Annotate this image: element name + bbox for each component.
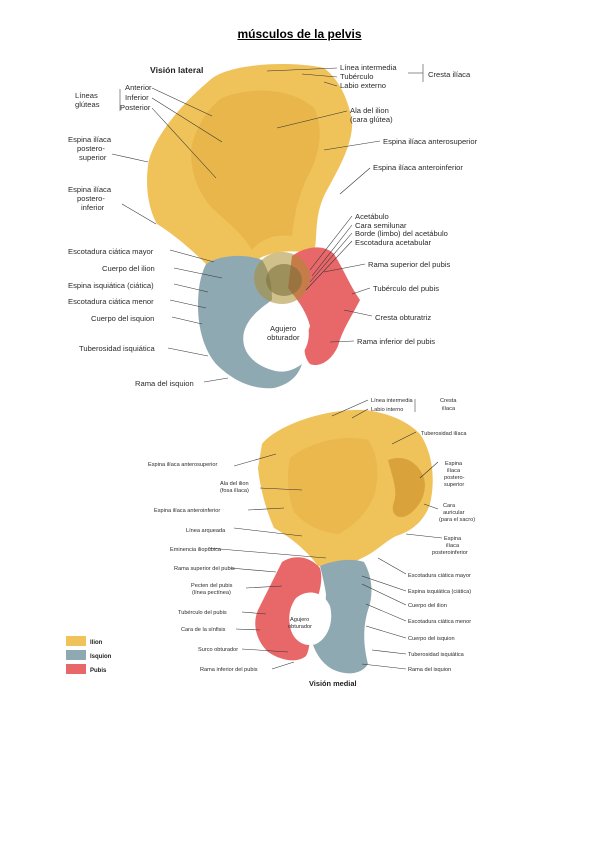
label-m-rama-isquion: Rama del isquion (408, 667, 451, 673)
label-m-agujero-2: obturador (288, 624, 312, 630)
lateral-acetabulum-fossa (266, 264, 302, 296)
label-cara-semilunar: Cara semilunar (355, 221, 407, 230)
label-m-espina-postinf-1: Espina (444, 536, 462, 542)
label-rama-inferior-pubis: Rama inferior del pubis (357, 337, 435, 346)
label-m-rama-superior-pubis: Rama superior del pubis (174, 566, 235, 572)
medial-obturator-foramen (289, 592, 332, 646)
label-m-surco-obturador: Surco obturador (198, 647, 238, 653)
medial-view-heading: Visión medial (309, 679, 357, 688)
label-m-espina-postinf-3: posteroinferior (432, 550, 468, 556)
color-legend: Ilion Isquion Pubis (66, 636, 112, 674)
medial-view: Línea intermedia Labio interno Cresta il… (148, 398, 475, 688)
pelvis-anatomy-illustration: Visión lateral (66, 63, 478, 688)
label-cuerpo-isquion: Cuerpo del isquion (91, 314, 154, 323)
lateral-isquion-shape (198, 255, 302, 389)
label-posterior: Posterior (120, 103, 151, 112)
label-m-agujero-1: Agujero (290, 617, 309, 623)
label-espina-isquiatica: Espina isquiática (ciática) (68, 281, 154, 290)
label-espina-postinf-2: postero- (77, 194, 105, 203)
medial-leader-lines (207, 399, 443, 670)
lateral-leader-lines (111, 64, 424, 383)
label-espina-postinf-3: inferior (81, 203, 105, 212)
lateral-ilion-shading (191, 90, 320, 250)
label-rama-isquion: Rama del isquion (135, 379, 194, 388)
label-m-pecten-2: (línea pectínea) (192, 590, 231, 596)
label-m-cara-auricular-1: Cara (443, 503, 456, 509)
label-anterior: Anterior (125, 83, 152, 92)
label-m-escotadura-ciatica-menor: Escotadura ciática menor (408, 619, 471, 625)
label-lineas-gluteas-1: Líneas (75, 91, 98, 100)
label-m-cara-sinfisis: Cara de la sínfisis (181, 627, 226, 633)
label-cuerpo-ilion: Cuerpo del ilion (102, 264, 155, 273)
label-espina-postinf-1: Espina ilíaca (68, 185, 112, 194)
label-espina-antinf: Espina ilíaca anteroinferior (373, 163, 463, 172)
label-tuberosidad-isquiatica: Tuberosidad isquiática (79, 344, 155, 353)
label-m-cuerpo-ilion: Cuerpo del ilion (408, 603, 447, 609)
label-ala-ilion-2: (cara glútea) (350, 115, 393, 124)
label-m-linea-arqueada: Línea arqueada (186, 528, 226, 534)
label-acetabulo: Acetábulo (355, 212, 389, 221)
legend-swatch-pubis (66, 664, 86, 674)
label-m-espina-postsup-3: postero- (444, 475, 465, 481)
label-m-espina-antsup: Espina ilíaca anterosuperior (148, 462, 217, 468)
label-cresta-obturatriz: Cresta obturatriz (375, 313, 431, 322)
label-ala-ilion-1: Ala del ilion (350, 106, 389, 115)
label-inferior: Inferior (125, 93, 149, 102)
label-escotadura-ciatica-mayor: Escotadura ciática mayor (68, 247, 154, 256)
lateral-obturator-foramen (254, 311, 309, 361)
label-m-ala-ilion-1: Ala del ilion (220, 481, 249, 487)
label-m-escotadura-ciatica-mayor: Escotadura ciática mayor (408, 573, 471, 579)
label-m-cara-auricular-3: (para el sacro) (439, 517, 475, 523)
lateral-view: Visión lateral (68, 63, 478, 389)
label-m-espina-isquiatica: Espina isquiática (ciática) (408, 589, 471, 595)
label-m-linea-intermedia: Línea intermedia (371, 398, 414, 404)
label-m-espina-postsup-2: ilíaca (447, 468, 461, 474)
label-escotadura-ciatica-menor: Escotadura ciática menor (68, 297, 154, 306)
legend-swatch-ilion (66, 636, 86, 646)
label-m-ala-ilion-2: (fosa ilíaca) (220, 488, 249, 494)
label-m-labio-interno: Labio interno (371, 407, 403, 413)
pelvis-anatomy-figure: Visión lateral (62, 58, 496, 689)
page-title: músculos de la pelvis (237, 27, 362, 41)
label-borde-limbo: Borde (limbo) del acetábulo (355, 229, 448, 238)
label-tuberculo-pubis: Tubérculo del pubis (373, 284, 439, 293)
label-espina-postsup-1: Espina ilíaca (68, 135, 112, 144)
label-m-cara-auricular-2: auricular (443, 510, 465, 516)
label-m-tuberosidad-iliaca: Tuberosidad ilíaca (421, 431, 467, 437)
label-m-cresta-1: Cresta (440, 398, 457, 404)
legend-label-ilion: Ilion (90, 640, 103, 646)
label-m-tuberosidad-isquiatica: Tuberosidad isquiática (408, 652, 465, 658)
label-tuberculo: Tubérculo (340, 72, 374, 81)
label-m-cresta-2: ilíaca (442, 406, 456, 412)
label-espina-antsup: Espina ilíaca anterosuperior (383, 137, 478, 146)
lateral-view-heading: Visión lateral (150, 65, 203, 75)
label-escotadura-acetabular: Escotadura acetabular (355, 238, 431, 247)
label-labio-externo: Labio externo (340, 81, 386, 90)
label-espina-postsup-2: postero- (77, 144, 105, 153)
label-agujero-1: Agujero (270, 324, 296, 333)
legend-label-isquion: Isquion (90, 654, 112, 660)
label-agujero-2: obturador (267, 333, 300, 342)
label-cresta-iliaca: Cresta ilíaca (428, 70, 471, 79)
label-rama-superior-pubis: Rama superior del pubis (368, 260, 451, 269)
legend-label-pubis: Pubis (90, 668, 107, 674)
label-m-espina-postinf-2: ilíaca (446, 543, 460, 549)
medial-ilion-shading (287, 438, 378, 534)
label-lineas-gluteas-2: glúteas (75, 100, 100, 109)
label-m-espina-antinf: Espina ilíaca anteroinferior (154, 508, 220, 514)
medial-auricular-surface (388, 458, 425, 518)
label-m-cuerpo-isquion: Cuerpo del isquion (408, 636, 455, 642)
label-m-tuberculo-pubis: Tubérculo del pubis (178, 610, 227, 616)
label-linea-intermedia: Línea intermedia (340, 63, 397, 72)
label-m-pecten-1: Pecten del pubis (191, 583, 233, 589)
medial-isquion-shape (312, 559, 372, 674)
legend-swatch-isquion (66, 650, 86, 660)
label-m-espina-postsup-1: Espina (445, 461, 463, 467)
label-m-eminencia: Eminencia iliopúbica (170, 547, 222, 553)
label-m-rama-inferior-pubis: Rama inferior del pubis (200, 667, 258, 673)
label-m-espina-postsup-4: superior (444, 482, 464, 488)
label-espina-postsup-3: superior (79, 153, 107, 162)
